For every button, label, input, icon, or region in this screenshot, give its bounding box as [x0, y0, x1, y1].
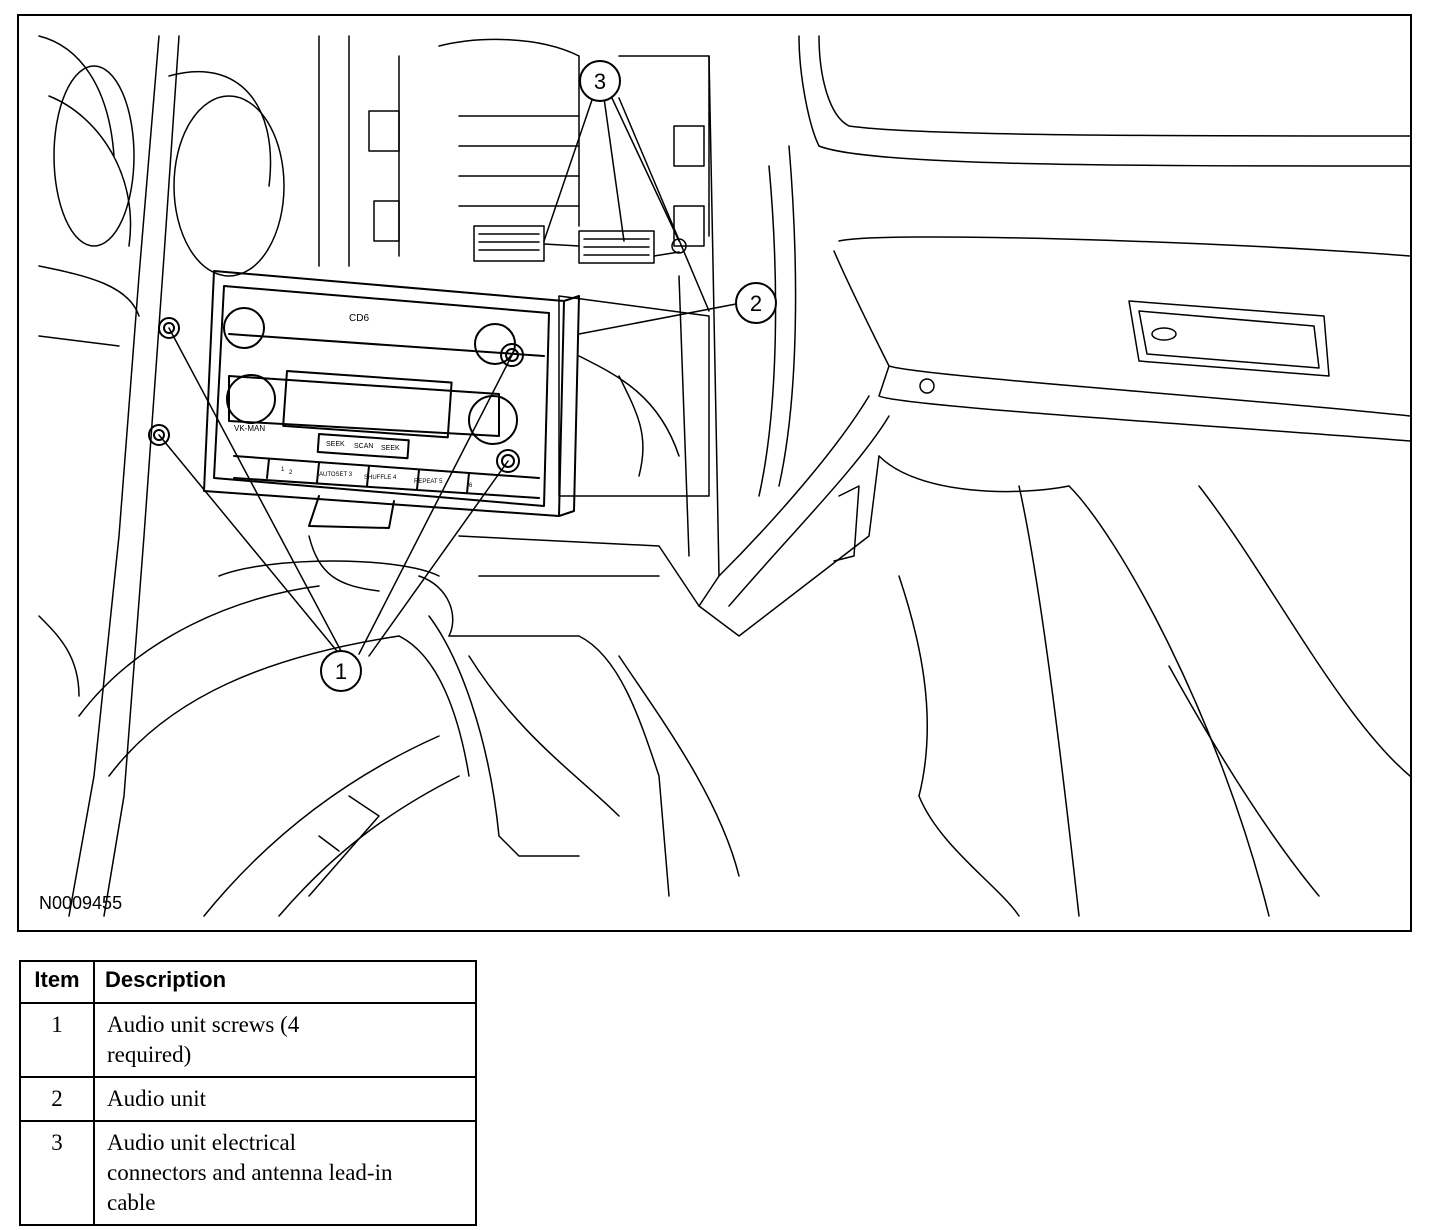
- radio-preset-3: AUTOSET 3: [319, 472, 353, 478]
- radio-display-label: CD6: [349, 313, 369, 324]
- legend-item-number: 1: [19, 1002, 95, 1078]
- callout-1-label: 1: [335, 659, 347, 684]
- callout-2: 2: [735, 282, 777, 324]
- center-stack: [318, 35, 720, 607]
- callout-1: 1: [320, 650, 362, 692]
- radio-preset-4: SHUFFLE 4: [364, 475, 397, 481]
- legend-header-row: Item Description: [19, 960, 477, 1004]
- legend-table: Item Description 1 Audio unit screws (4 …: [19, 960, 477, 1226]
- radio-scan-label: SCAN: [354, 443, 373, 450]
- radio-preset-6: 6: [469, 483, 473, 489]
- electrical-connectors: [473, 225, 687, 264]
- radio-preset-1: 1: [281, 467, 285, 473]
- left-pillar: [38, 35, 285, 917]
- leader-lines: [158, 93, 737, 657]
- dashboard-line-drawing: CD6 VK-MAN SEEK SCAN SEEK 1 2 AUTOSET 3 …: [38, 35, 1410, 917]
- legend-item-description: Audio unit: [93, 1076, 477, 1122]
- radio-seek-left-label: SEEK: [326, 441, 345, 448]
- legend-item-number: 3: [19, 1120, 95, 1226]
- center-console: [78, 535, 700, 917]
- legend-item-description: Audio unit electrical connectors and ant…: [93, 1120, 477, 1226]
- callout-2-label: 2: [750, 291, 762, 316]
- radio-model-label: VK-MAN: [234, 424, 265, 433]
- radio-preset-5: REPEAT 5: [414, 479, 443, 485]
- right-dashboard: [618, 35, 1410, 917]
- legend-row: 3 Audio unit electrical connectors and a…: [19, 1120, 477, 1226]
- callout-3-label: 3: [594, 69, 606, 94]
- legend-item-number: 2: [19, 1076, 95, 1122]
- legend-row: 1 Audio unit screws (4 required): [19, 1002, 477, 1078]
- diagram-figure: CD6 VK-MAN SEEK SCAN SEEK 1 2 AUTOSET 3 …: [17, 14, 1412, 932]
- legend-header-description: Description: [93, 960, 477, 1004]
- callout-3: 3: [579, 60, 621, 102]
- legend-header-item: Item: [19, 960, 95, 1004]
- audio-unit-screws: [148, 317, 524, 473]
- audio-unit: [203, 270, 580, 529]
- legend-row: 2 Audio unit: [19, 1076, 477, 1122]
- figure-id-label: N0009455: [39, 893, 123, 913]
- radio-seek-right-label: SEEK: [381, 445, 400, 452]
- radio-preset-2: 2: [289, 470, 293, 476]
- legend-item-description: Audio unit screws (4 required): [93, 1002, 477, 1078]
